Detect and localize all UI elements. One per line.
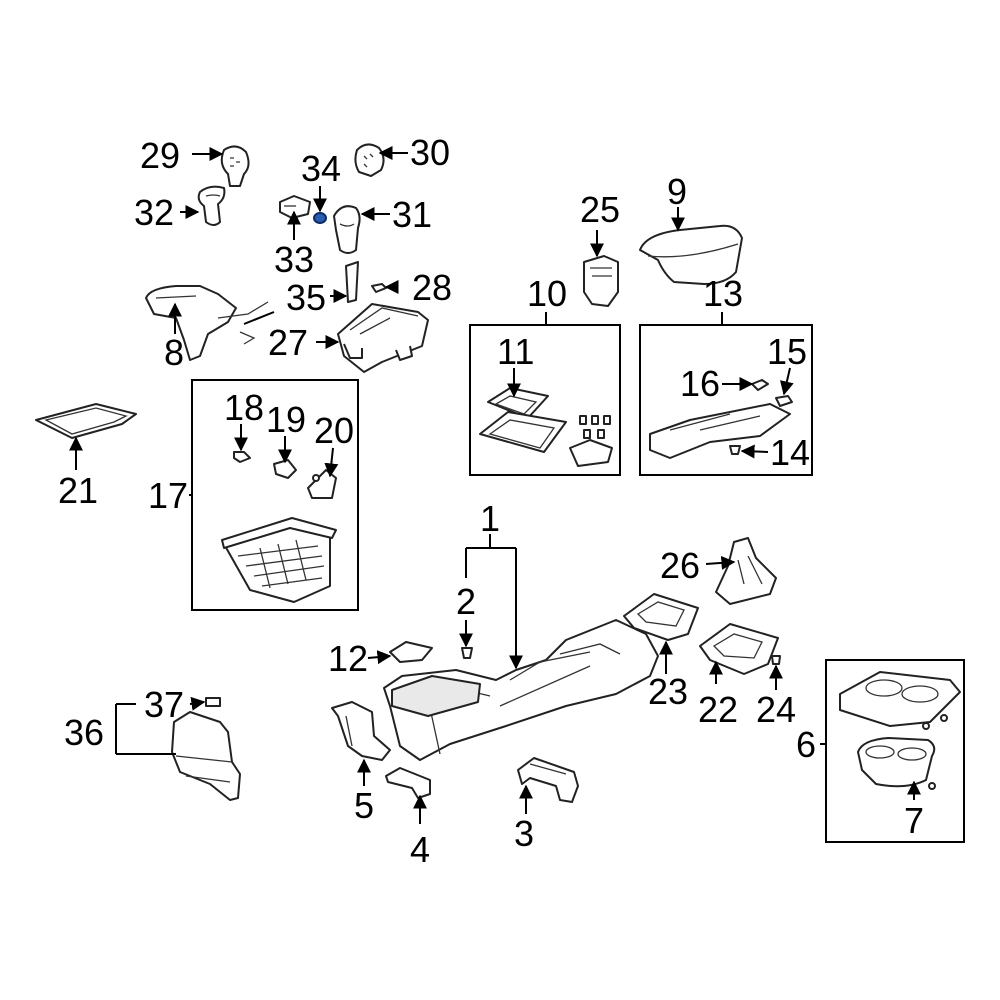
clip-15 — [775, 395, 793, 407]
bracket-3 — [517, 757, 579, 803]
bracket-5 — [331, 701, 391, 761]
callout-6: 6 — [796, 724, 816, 765]
bracket-20 — [307, 469, 337, 499]
group-box-6 — [825, 659, 965, 843]
trim-panel-22 — [699, 623, 779, 675]
clip-28 — [371, 283, 387, 293]
floor-mat-21 — [35, 403, 137, 439]
callout-16: 16 — [680, 363, 720, 404]
callout-1: 1 — [480, 498, 500, 539]
knob-cover-32 — [197, 185, 226, 226]
tray-11 — [479, 387, 567, 453]
clip-19 — [273, 459, 297, 479]
callout-32: 32 — [134, 192, 174, 233]
shifter-panel-27 — [337, 303, 429, 373]
callout-27: 27 — [268, 322, 308, 363]
callout-25: 25 — [580, 189, 620, 230]
leader-lines — [69, 146, 921, 824]
callout-11: 11 — [497, 331, 534, 372]
screws-6 — [922, 714, 948, 790]
shift-knob-29 — [220, 145, 250, 187]
callout-7: 7 — [904, 800, 924, 841]
callout-3: 3 — [514, 813, 534, 854]
callout-labels: 29 30 34 32 31 33 28 35 27 8 25 9 10 13 … — [58, 132, 924, 870]
callout-35: 35 — [286, 277, 326, 318]
callout-34: 34 — [301, 148, 341, 189]
console-lid-13 — [649, 403, 791, 459]
callout-15: 15 — [767, 331, 807, 372]
bracket-25 — [583, 255, 619, 307]
callout-13: 13 — [703, 273, 743, 314]
callout-31: 31 — [392, 194, 432, 235]
callout-20: 20 — [314, 410, 354, 451]
callout-9: 9 — [667, 171, 687, 212]
shift-knob-31 — [333, 205, 361, 254]
callout-36: 36 — [64, 712, 104, 753]
clip-2 — [461, 647, 473, 659]
trim-panel-23 — [623, 593, 699, 641]
storage-bin-17 — [221, 517, 337, 603]
cup-holder-7 — [857, 737, 936, 788]
callout-22: 22 — [698, 689, 738, 730]
group-box-13 — [639, 324, 813, 476]
callout-19: 19 — [266, 399, 306, 440]
callout-10: 10 — [527, 273, 567, 314]
callout-28: 28 — [412, 267, 452, 308]
callout-4: 4 — [410, 829, 430, 870]
callout-33: 33 — [274, 239, 314, 280]
screw-24 — [771, 655, 781, 665]
screw-14 — [729, 445, 741, 455]
callout-17: 17 — [148, 475, 188, 516]
pin-18 — [233, 451, 251, 463]
cup-holder-trim-6 — [839, 671, 961, 727]
callout-26: 26 — [660, 545, 700, 586]
callout-8: 8 — [164, 332, 184, 373]
callout-12: 12 — [328, 638, 368, 679]
center-console-1 — [383, 619, 659, 761]
callout-37: 37 — [144, 684, 184, 725]
clip-12 — [389, 641, 433, 663]
shift-knob-30 — [354, 143, 385, 177]
clips-10 — [569, 415, 613, 467]
callout-14: 14 — [770, 432, 810, 473]
callout-18: 18 — [224, 387, 264, 428]
callout-29: 29 — [140, 135, 180, 176]
shift-boot-26 — [715, 537, 777, 605]
highlighted-part-34 — [313, 212, 327, 224]
callout-2: 2 — [456, 581, 476, 622]
callout-30: 30 — [410, 132, 450, 173]
armrest-lid-9 — [639, 224, 743, 285]
clip-16 — [751, 379, 769, 391]
bracket-4 — [385, 767, 431, 799]
callout-23: 23 — [648, 671, 688, 712]
callout-24: 24 — [756, 689, 796, 730]
callout-21: 21 — [58, 470, 98, 511]
callout-5: 5 — [354, 785, 374, 826]
clip-37 — [205, 697, 221, 707]
side-trim-36 — [171, 711, 241, 801]
shift-rod-35 — [345, 261, 359, 303]
